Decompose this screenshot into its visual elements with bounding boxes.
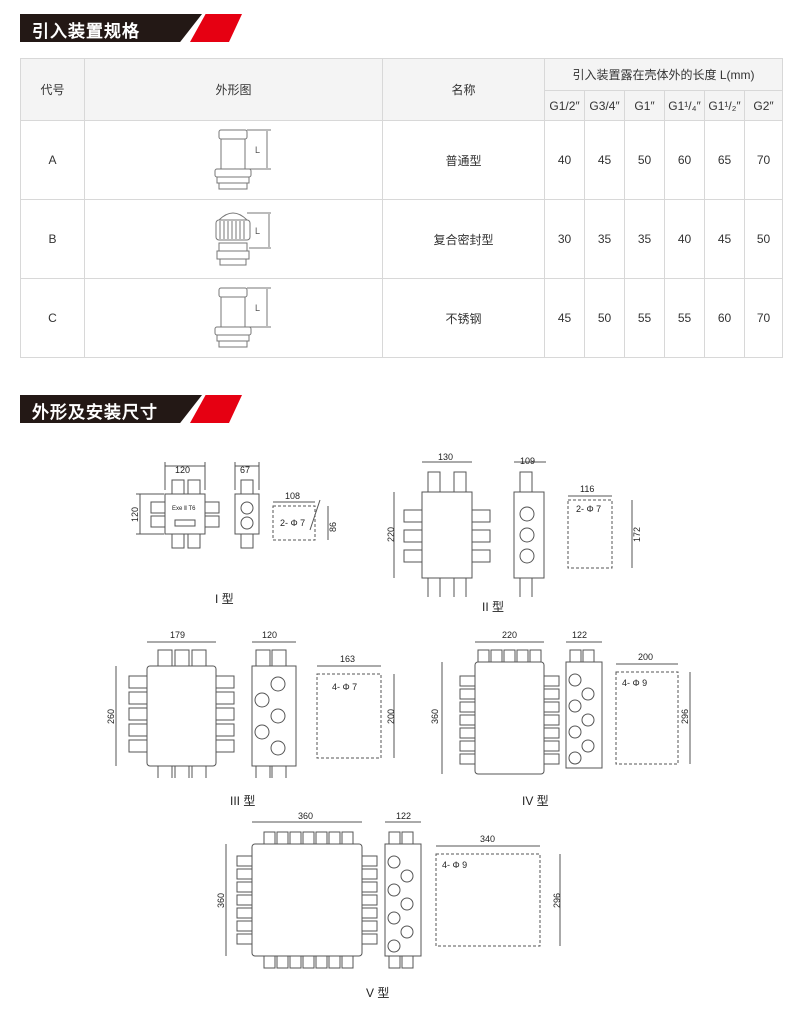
header-size: G1″ (624, 90, 665, 121)
svg-text:296: 296 (680, 709, 690, 724)
svg-text:109: 109 (520, 456, 535, 466)
caption-type-4: IV 型 (522, 794, 549, 808)
svg-text:4- Φ 7: 4- Φ 7 (332, 682, 357, 692)
svg-text:120: 120 (130, 507, 140, 522)
drawing-type-4: 220 122 200 4- Φ 9 360 296 (430, 630, 691, 775)
svg-text:86: 86 (328, 522, 338, 532)
svg-text:360: 360 (216, 893, 226, 908)
svg-text:120: 120 (262, 630, 277, 640)
header-name: 名称 (382, 58, 545, 121)
header-size: G2″ (744, 90, 783, 121)
svg-text:116: 116 (580, 484, 594, 494)
svg-text:360: 360 (298, 811, 313, 821)
svg-text:2- Φ 7: 2- Φ 7 (576, 504, 601, 514)
header-code: 代号 (20, 58, 85, 121)
header-size: G1/2″ (544, 90, 585, 121)
cable-gland-icon: L (214, 129, 271, 190)
svg-text:108: 108 (285, 491, 300, 501)
svg-text:122: 122 (572, 630, 587, 640)
svg-text:L: L (255, 303, 260, 313)
caption-type-1: I 型 (215, 592, 234, 606)
svg-text:296: 296 (552, 893, 562, 908)
row-name: 复合密封型 (382, 199, 545, 279)
svg-text:360: 360 (430, 709, 440, 724)
caption-type-5: V 型 (366, 986, 390, 1000)
drawing-type-3: 179 120 163 4- Φ 7 260 200 (106, 630, 396, 778)
svg-text:67: 67 (240, 465, 250, 475)
row-code: B (20, 199, 85, 279)
drawing-type-2: 130 109 116 2- Φ 7 220 172 (386, 452, 640, 597)
svg-text:200: 200 (386, 709, 396, 724)
svg-text:L: L (255, 226, 260, 236)
section-title-spec: 引入装置规格 (20, 14, 242, 42)
caption-type-3: III 型 (230, 794, 256, 808)
svg-text:120: 120 (175, 465, 190, 475)
drawing-type-5: 360 122 340 4- Φ 9 360 296 (216, 811, 562, 969)
row-code: A (20, 120, 85, 200)
svg-text:163: 163 (340, 654, 355, 664)
header-length-group: 引入装置露在壳体外的长度 L(mm) (544, 58, 783, 91)
section-title-dims: 外形及安装尺寸 (20, 395, 242, 423)
svg-text:4- Φ 9: 4- Φ 9 (442, 860, 467, 870)
header-figure: 外形图 (84, 58, 383, 121)
drawing-type-1: 120 67 108 2- Φ 7 Exe Ⅱ T6 120 86 (130, 462, 338, 549)
svg-text:220: 220 (502, 630, 517, 640)
svg-text:200: 200 (638, 652, 653, 662)
header-size: G3/4″ (584, 90, 625, 121)
row-code: C (20, 278, 85, 358)
svg-text:4- Φ 9: 4- Φ 9 (622, 678, 647, 688)
svg-text:130: 130 (438, 452, 453, 462)
cable-gland-sealed-icon: L (215, 212, 271, 266)
gland-figure-sealed: L (84, 199, 383, 279)
row-name: 普通型 (382, 120, 545, 200)
row-name: 不锈钢 (382, 278, 545, 358)
gland-figure-stainless: L (84, 278, 383, 358)
svg-text:Exe Ⅱ T6: Exe Ⅱ T6 (172, 506, 196, 512)
table-row: C L 不锈钢 45 50 55 (20, 278, 783, 358)
svg-text:172: 172 (632, 527, 640, 542)
table-row: B L 复合密封型 30 3 (20, 199, 783, 279)
svg-text:220: 220 (386, 527, 396, 542)
svg-text:260: 260 (106, 709, 116, 724)
svg-text:L: L (255, 145, 260, 155)
svg-text:179: 179 (170, 630, 185, 640)
svg-text:340: 340 (480, 834, 495, 844)
gland-figure-standard: L (84, 120, 383, 200)
spec-table: 代号 外形图 名称 引入装置露在壳体外的长度 L(mm) G1/2″ G3/4″… (20, 58, 783, 358)
header-size: G1¹/₄″ (664, 90, 705, 121)
header-size: G1¹/₂″ (704, 90, 745, 121)
svg-text:122: 122 (396, 811, 411, 821)
caption-type-2: II 型 (482, 600, 505, 614)
cable-gland-stainless-icon: L (214, 287, 271, 348)
svg-text:2- Φ 7: 2- Φ 7 (280, 518, 305, 528)
table-row: A L 普通型 40 45 50 (20, 120, 783, 200)
